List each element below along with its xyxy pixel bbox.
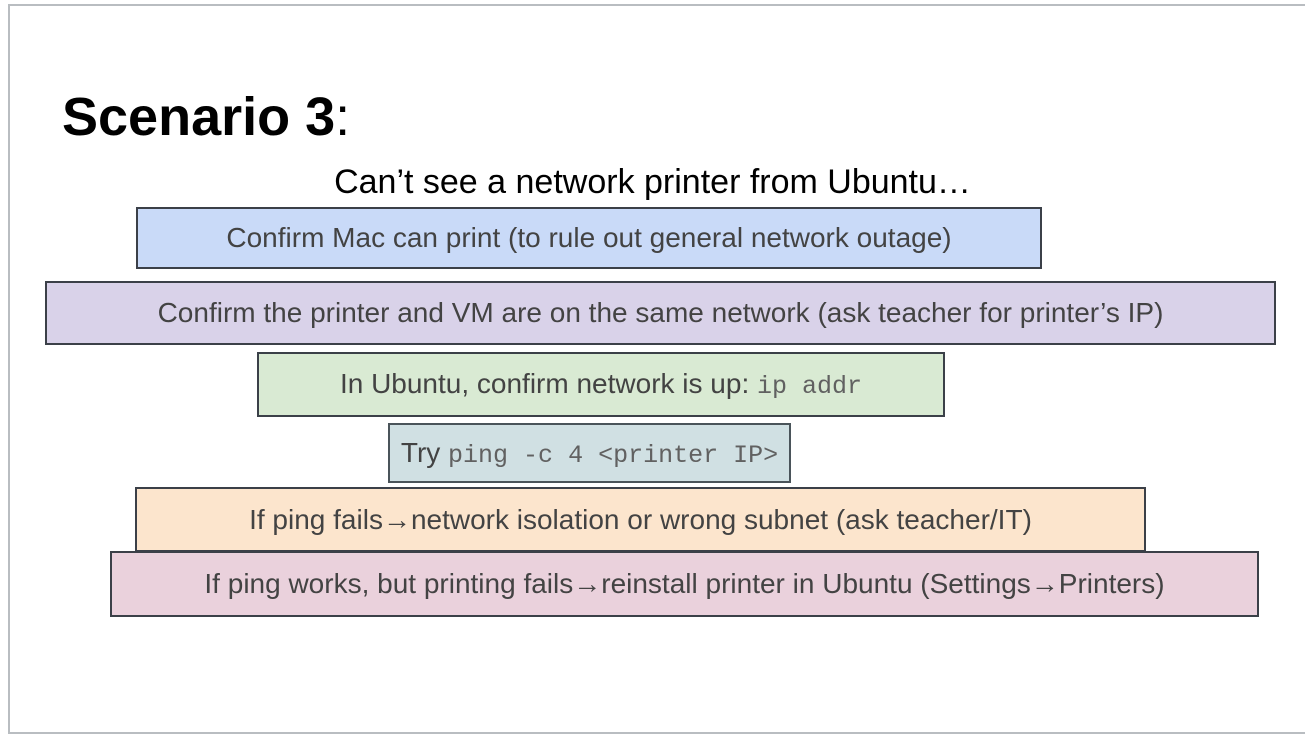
slide-subtitle: Can’t see a network printer from Ubuntu… — [334, 163, 971, 201]
page-title: Scenario 3: — [62, 87, 351, 148]
step-box-ping-fails: If ping fails→network isolation or wrong… — [135, 487, 1146, 552]
step-label: Confirm Mac can print (to rule out gener… — [226, 222, 951, 254]
step-box-try-ping: Try ping -c 4 <printer IP> — [388, 423, 791, 483]
step-text: Confirm Mac can print (to rule out gener… — [226, 222, 952, 253]
step-label: If ping works, but printing fails→reinst… — [204, 568, 1164, 600]
step-text: If ping works, but printing fails→reinst… — [204, 568, 1165, 599]
step-label: Confirm the printer and VM are on the sa… — [158, 297, 1164, 329]
step-text: Try — [400, 436, 449, 468]
step-text: In Ubuntu, confirm network is up: — [339, 368, 758, 399]
step-command-text: ping -c 4 <printer IP> — [448, 440, 779, 470]
step-box-ping-works-printing-fails: If ping works, but printing fails→reinst… — [110, 551, 1259, 617]
step-text: Confirm the printer and VM are on the sa… — [157, 297, 1164, 328]
page-title-colon: : — [335, 87, 351, 148]
step-label: In Ubuntu, confirm network is up: ip add… — [340, 368, 862, 401]
step-label: Try ping -c 4 <printer IP> — [401, 437, 778, 470]
step-text: If ping fails→network isolation or wrong… — [249, 503, 1032, 535]
step-label: If ping fails→network isolation or wrong… — [249, 504, 1032, 536]
page-title-text: Scenario 3 — [62, 87, 336, 148]
step-command-text: ip addr — [757, 372, 863, 401]
step-box-printer-vm-same-network: Confirm the printer and VM are on the sa… — [45, 281, 1276, 345]
step-box-confirm-network-up: In Ubuntu, confirm network is up: ip add… — [257, 352, 945, 417]
step-box-confirm-mac-can-print: Confirm Mac can print (to rule out gener… — [136, 207, 1042, 269]
